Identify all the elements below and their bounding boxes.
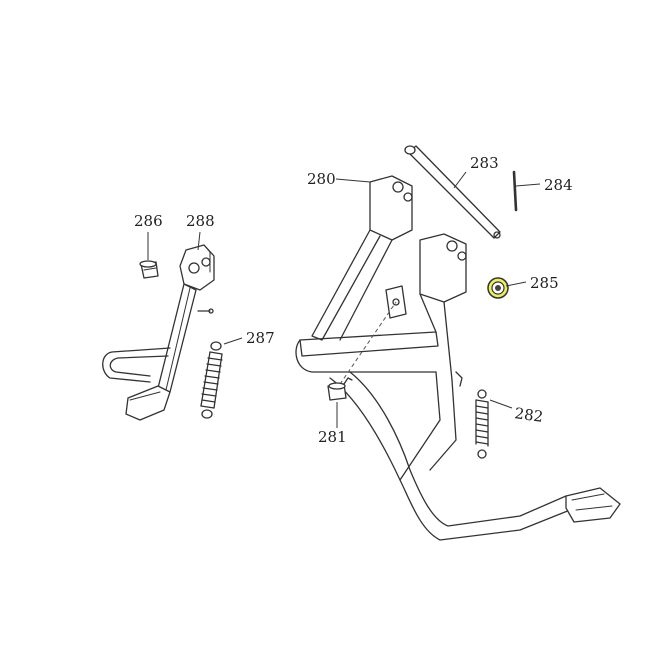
label-282: 282 — [513, 404, 544, 426]
shaft-283 — [404, 145, 501, 239]
label-283: 283 — [470, 154, 499, 172]
label-285: 285 — [530, 274, 559, 292]
pin-284 — [512, 170, 518, 212]
side-stand-288 — [102, 244, 215, 421]
center-stand-280 — [295, 175, 621, 541]
label-288: 288 — [186, 212, 215, 230]
label-280: 280 — [307, 170, 336, 188]
bolt-286 — [139, 260, 159, 279]
spring-287 — [200, 341, 223, 419]
spring-282 — [475, 389, 489, 459]
bolt-281 — [327, 377, 353, 401]
washer-285 — [487, 277, 509, 299]
leader-lines — [147, 171, 541, 428]
assembly-line — [335, 301, 397, 391]
label-281: 281 — [318, 428, 347, 446]
label-284: 284 — [544, 176, 573, 194]
label-287: 287 — [246, 329, 275, 347]
label-286: 286 — [134, 212, 163, 230]
